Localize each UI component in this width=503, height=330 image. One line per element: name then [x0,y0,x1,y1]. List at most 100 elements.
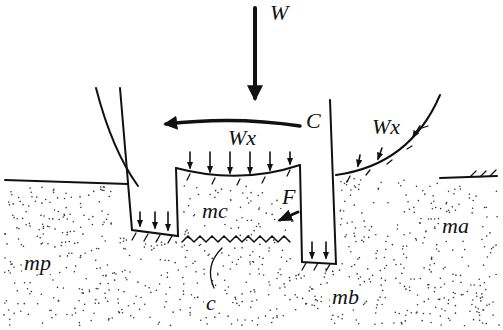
soil-dot [482,309,484,311]
soil-dot [298,273,300,275]
soil-dot [200,319,202,321]
soil-dot [189,314,191,316]
soil-dot [82,233,84,235]
soil-dot [230,199,232,201]
soil-dot [265,212,267,214]
pressure-arrow [189,152,191,168]
soil-dot [73,271,75,273]
soil-dot [80,207,82,209]
soil-dot [334,322,336,324]
soil-dot [452,249,454,251]
soil-dot [55,314,57,316]
soil-dot [379,296,381,298]
soil-dot [460,275,462,277]
soil-dot [31,196,33,198]
soil-dot [165,301,167,303]
soil-dot [63,214,65,216]
soil-dot [230,227,232,229]
soil-dot [452,206,454,208]
soil-dot [273,239,275,241]
soil-dot [464,325,466,327]
soil-dot [367,268,369,270]
soil-dot [133,303,135,305]
soil-dot [358,278,360,280]
soil-dot [172,311,174,313]
soil-dot [420,278,422,280]
soil-dot [387,202,389,204]
soil-dot [354,235,356,237]
soil-dot [436,248,438,250]
soil-dot [240,207,242,209]
soil-dot [249,273,251,275]
soil-dot [472,207,474,209]
soil-dot [431,258,433,260]
soil-dot [188,205,190,207]
soil-dot [430,271,432,273]
soil-dot [481,239,483,241]
soil-dot [23,303,25,305]
soil-dot [24,282,26,284]
soil-dot [80,226,82,228]
soil-dot [453,297,455,299]
soil-dot [381,304,383,306]
soil-dot [36,274,38,276]
soil-dot [268,281,270,283]
soil-dot [469,193,471,195]
soil-dot [276,200,278,202]
soil-dot [455,210,457,212]
soil-dot [346,222,348,224]
soil-dot [431,259,433,261]
soil-dot [376,307,378,309]
soil-dot [104,240,106,242]
ground-hatch [470,170,496,177]
soil-dot [258,273,260,275]
soil-stipple [3,177,500,326]
soil-dot [204,250,206,252]
soil-dot [248,202,250,204]
soil-dot [101,210,103,212]
soil-dot [196,282,198,284]
soil-dot [183,290,185,292]
soil-dot [341,318,343,320]
soil-dot [356,273,358,275]
soil-dot [167,276,169,278]
region-label: mp [22,252,53,274]
soil-dot [276,278,278,280]
soil-dot [148,287,150,289]
soil-dot [140,258,142,260]
soil-dot [54,209,56,211]
soil-dot [384,297,386,299]
soil-dot [256,226,258,228]
soil-dot [85,278,87,280]
soil-dot [385,280,387,282]
soil-dot [144,285,146,287]
soil-dot [101,235,103,237]
soil-dot [417,294,419,296]
soil-dot [448,190,450,192]
soil-dot [428,298,430,300]
moment-label: C [304,110,323,132]
soil-dot [88,194,90,196]
soil-dot [486,235,488,237]
soil-dot [125,239,127,241]
soil-dot [413,207,415,209]
soil-dot [373,202,375,204]
soil-dot [40,243,42,245]
soil-dot [139,309,141,311]
soil-dot [436,244,438,246]
soil-dot [382,290,384,292]
pressure-arrow [358,155,360,166]
soil-dot [52,218,54,220]
soil-dot [491,248,493,250]
soil-dot [161,242,163,244]
soil-dot [439,299,441,301]
soil-dot [261,264,263,266]
soil-dot [17,303,19,305]
soil-dot [90,320,92,322]
soil-dot [424,193,426,195]
soil-dot [79,322,81,324]
soil-dot [476,311,478,313]
soil-dot [71,252,73,254]
soil-dot [103,190,105,192]
soil-dot [124,248,126,250]
